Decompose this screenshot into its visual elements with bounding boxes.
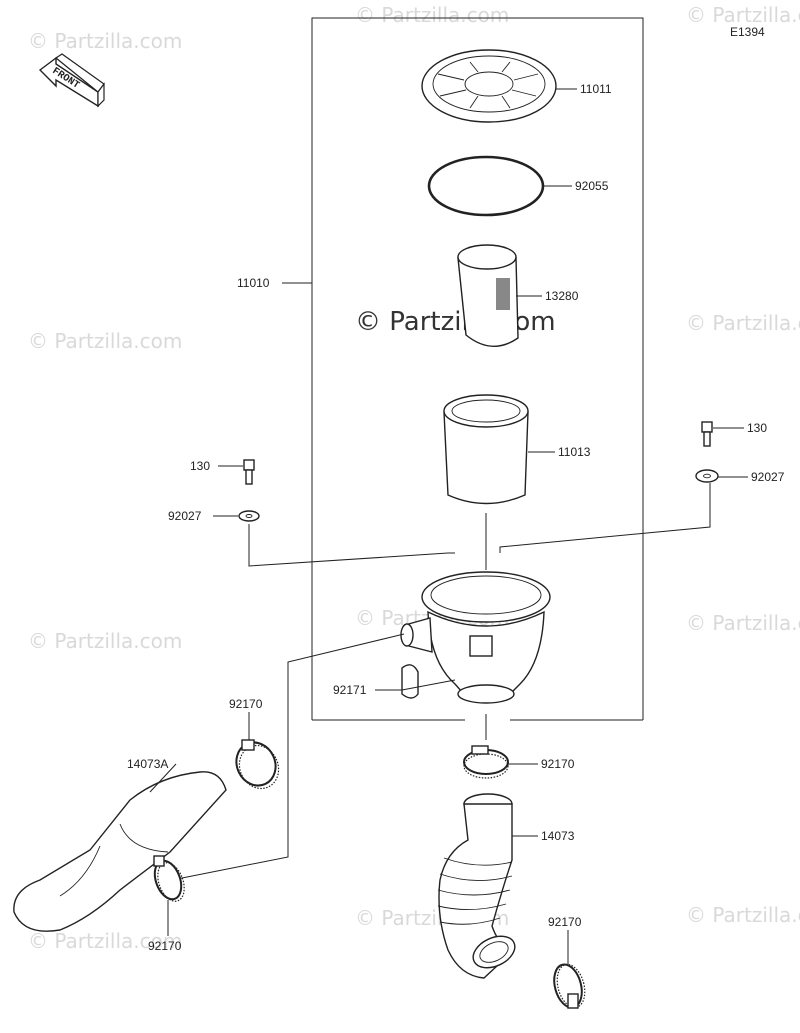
watermark-mid-left: © Partzilla.com [28,329,182,353]
watermark-bottom-right: © Partzilla.com [686,903,800,927]
part-14073A-intake-duct: 14073A [13,757,227,932]
watermark-top-center: © Partzilla.com [355,3,509,27]
label-92170-lower-left: 92170 [148,939,182,953]
part-13280-inner-filter: 13280 [457,244,579,347]
watermark-lower-right: © Partzilla.com [686,611,800,635]
part-92170-clamp-lower-left: 92170 [148,855,185,953]
part-92170-clamp-upper-left: 92170 [229,697,280,790]
watermarks: © Partzilla.com © Partzilla.com © Partzi… [28,3,800,953]
label-14073A: 14073A [127,757,168,771]
watermark-bottom-left: © Partzilla.com [28,929,182,953]
label-92170-middle: 92170 [541,757,575,771]
label-11010: 11010 [237,276,270,290]
assembly-bracket-11010: 11010 [237,17,644,721]
label-92170-lower-right: 92170 [548,915,582,929]
label-92027-left: 92027 [168,509,202,523]
part-92055-o-ring: 92055 [427,155,609,217]
part-92170-clamp-lower-right: 92170 [548,915,586,1009]
front-arrow-icon: FRONT [38,53,105,108]
part-130-bolt-right: 130 [701,421,767,447]
label-92170-upper-left: 92170 [229,697,263,711]
air-cleaner-housing [400,571,551,704]
part-14073-boot: 14073 [437,793,575,979]
watermark-lower-left: © Partzilla.com [28,629,182,653]
diagram-code: E1394 [730,25,765,39]
part-92170-clamp-middle: 92170 [463,745,575,779]
part-92171-clip: 92171 [333,664,456,699]
leader-lines [248,483,711,740]
part-92027-washer-right: 92027 [695,469,785,484]
part-11011-cover: 11011 [421,49,612,123]
label-92171: 92171 [333,683,367,697]
label-13280: 13280 [545,289,579,303]
label-130-left: 130 [190,459,210,473]
part-11013-main-filter: 11013 [443,394,591,505]
watermark-mid-right: © Partzilla.com [686,311,800,335]
leader-14073a [171,633,405,881]
watermark-center: © Partzilla.com [355,307,556,337]
label-130-right: 130 [747,421,767,435]
label-11011: 11011 [580,82,612,96]
watermark-top-left: © Partzilla.com [28,29,182,53]
label-11013: 11013 [558,445,591,459]
part-92027-washer-left: 92027 [168,509,260,523]
watermark-top-right: © Partzilla.com [686,3,800,27]
label-92027-right: 92027 [751,470,785,484]
part-130-bolt-left: 130 [190,459,255,485]
label-14073: 14073 [541,829,575,843]
label-92055: 92055 [575,179,609,193]
